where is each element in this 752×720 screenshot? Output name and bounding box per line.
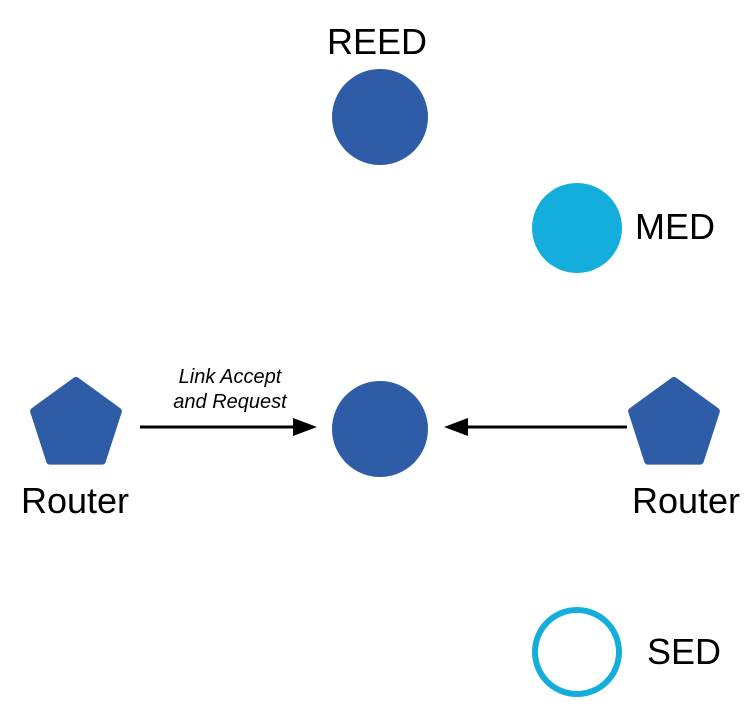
- link-accept-annotation: Link Accept and Request: [130, 365, 330, 415]
- reed-label: REED: [326, 21, 428, 62]
- sed-node-circle: [532, 607, 622, 697]
- annotation-line-2: and Request: [173, 391, 287, 413]
- sed-label: SED: [647, 631, 722, 672]
- med-label: MED: [635, 206, 715, 247]
- router-left-pentagon: [30, 377, 122, 465]
- annotation-line-1: Link Accept: [178, 366, 282, 388]
- med-node-circle: [532, 183, 622, 273]
- router-right-label: Router: [631, 480, 741, 521]
- center-node-circle: [332, 381, 428, 477]
- router-left-label: Router: [20, 480, 130, 521]
- router-right-pentagon: [628, 377, 720, 465]
- reed-node-circle: [332, 69, 428, 165]
